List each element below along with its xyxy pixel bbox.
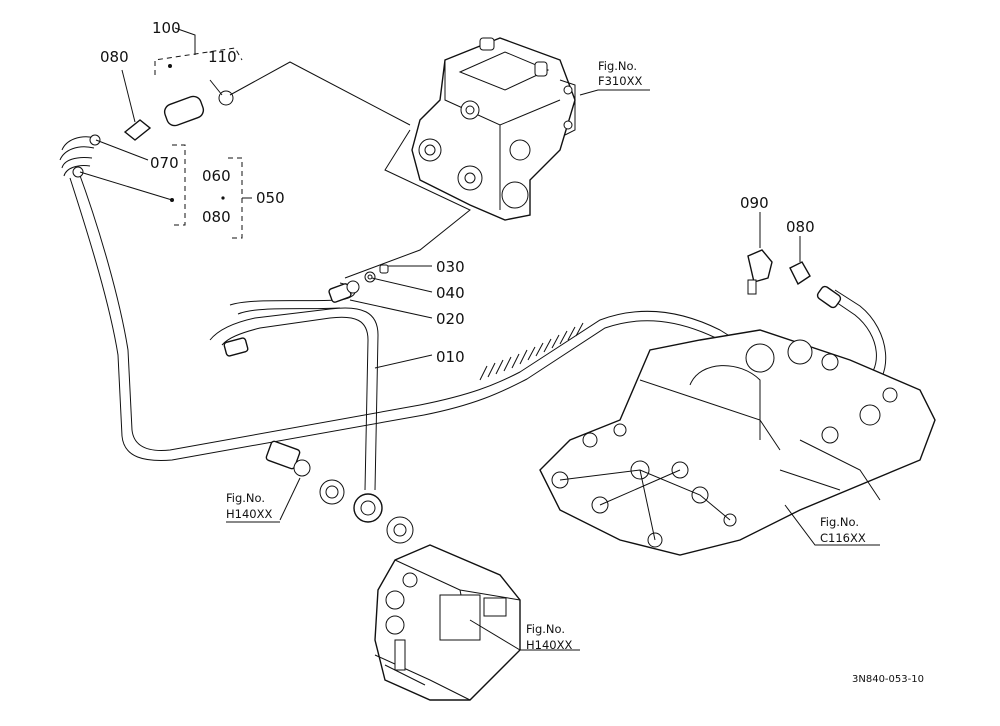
clamp-080-right (789, 261, 811, 286)
fig-ref-mid-value: H140XX (226, 507, 272, 521)
fig-ref-bottom: Fig.No. H140XX (526, 622, 572, 652)
label-080-left: 080 (100, 48, 129, 66)
pipe-loop (209, 282, 379, 491)
label-040: 040 (436, 284, 465, 302)
part-labels: 100 110 080 070 060 080 050 030 040 020 … (100, 19, 815, 366)
injection-pump (411, 37, 576, 221)
clamp-080-left (123, 119, 152, 141)
fig-ref-right: Fig.No. C116XX (820, 515, 866, 545)
leader-lines (79, 61, 880, 651)
hose-joint-110 (163, 95, 205, 127)
label-020: 020 (436, 310, 465, 328)
fig-ref-right-label: Fig.No. (820, 515, 859, 529)
label-030: 030 (436, 258, 465, 276)
fig-ref-right-value: C116XX (820, 531, 866, 545)
pipe-end-nut (223, 337, 249, 357)
label-050: 050 (256, 189, 285, 207)
right-fittings (747, 249, 842, 309)
fig-ref-mid-label: Fig.No. (226, 491, 265, 505)
transmission-plate (539, 329, 936, 556)
label-080-right: 080 (786, 218, 815, 236)
connector-020-assembly (328, 264, 389, 303)
valve-block (374, 544, 521, 701)
label-110: 110 (208, 48, 237, 66)
label-070: 070 (150, 154, 179, 172)
drawing-code: 3N840-053-10 (852, 674, 924, 685)
fig-ref-bottom-label: Fig.No. (526, 622, 565, 636)
label-080-group: 080 (202, 208, 231, 226)
fig-ref-bottom-value: H140XX (526, 638, 572, 652)
label-010: 010 (436, 348, 465, 366)
label-090: 090 (740, 194, 769, 212)
fig-ref-top: Fig.No. F310XX (598, 59, 642, 88)
label-060: 060 (202, 167, 231, 185)
fig-ref-top-label: Fig.No. (598, 59, 637, 73)
elbow-090 (747, 249, 773, 283)
left-fittings (72, 90, 234, 178)
banjo-cluster (265, 440, 414, 544)
fig-ref-mid: Fig.No. H140XX (226, 491, 280, 523)
fig-ref-top-value: F310XX (598, 74, 642, 88)
group-brackets (154, 27, 252, 239)
label-100: 100 (152, 19, 181, 37)
